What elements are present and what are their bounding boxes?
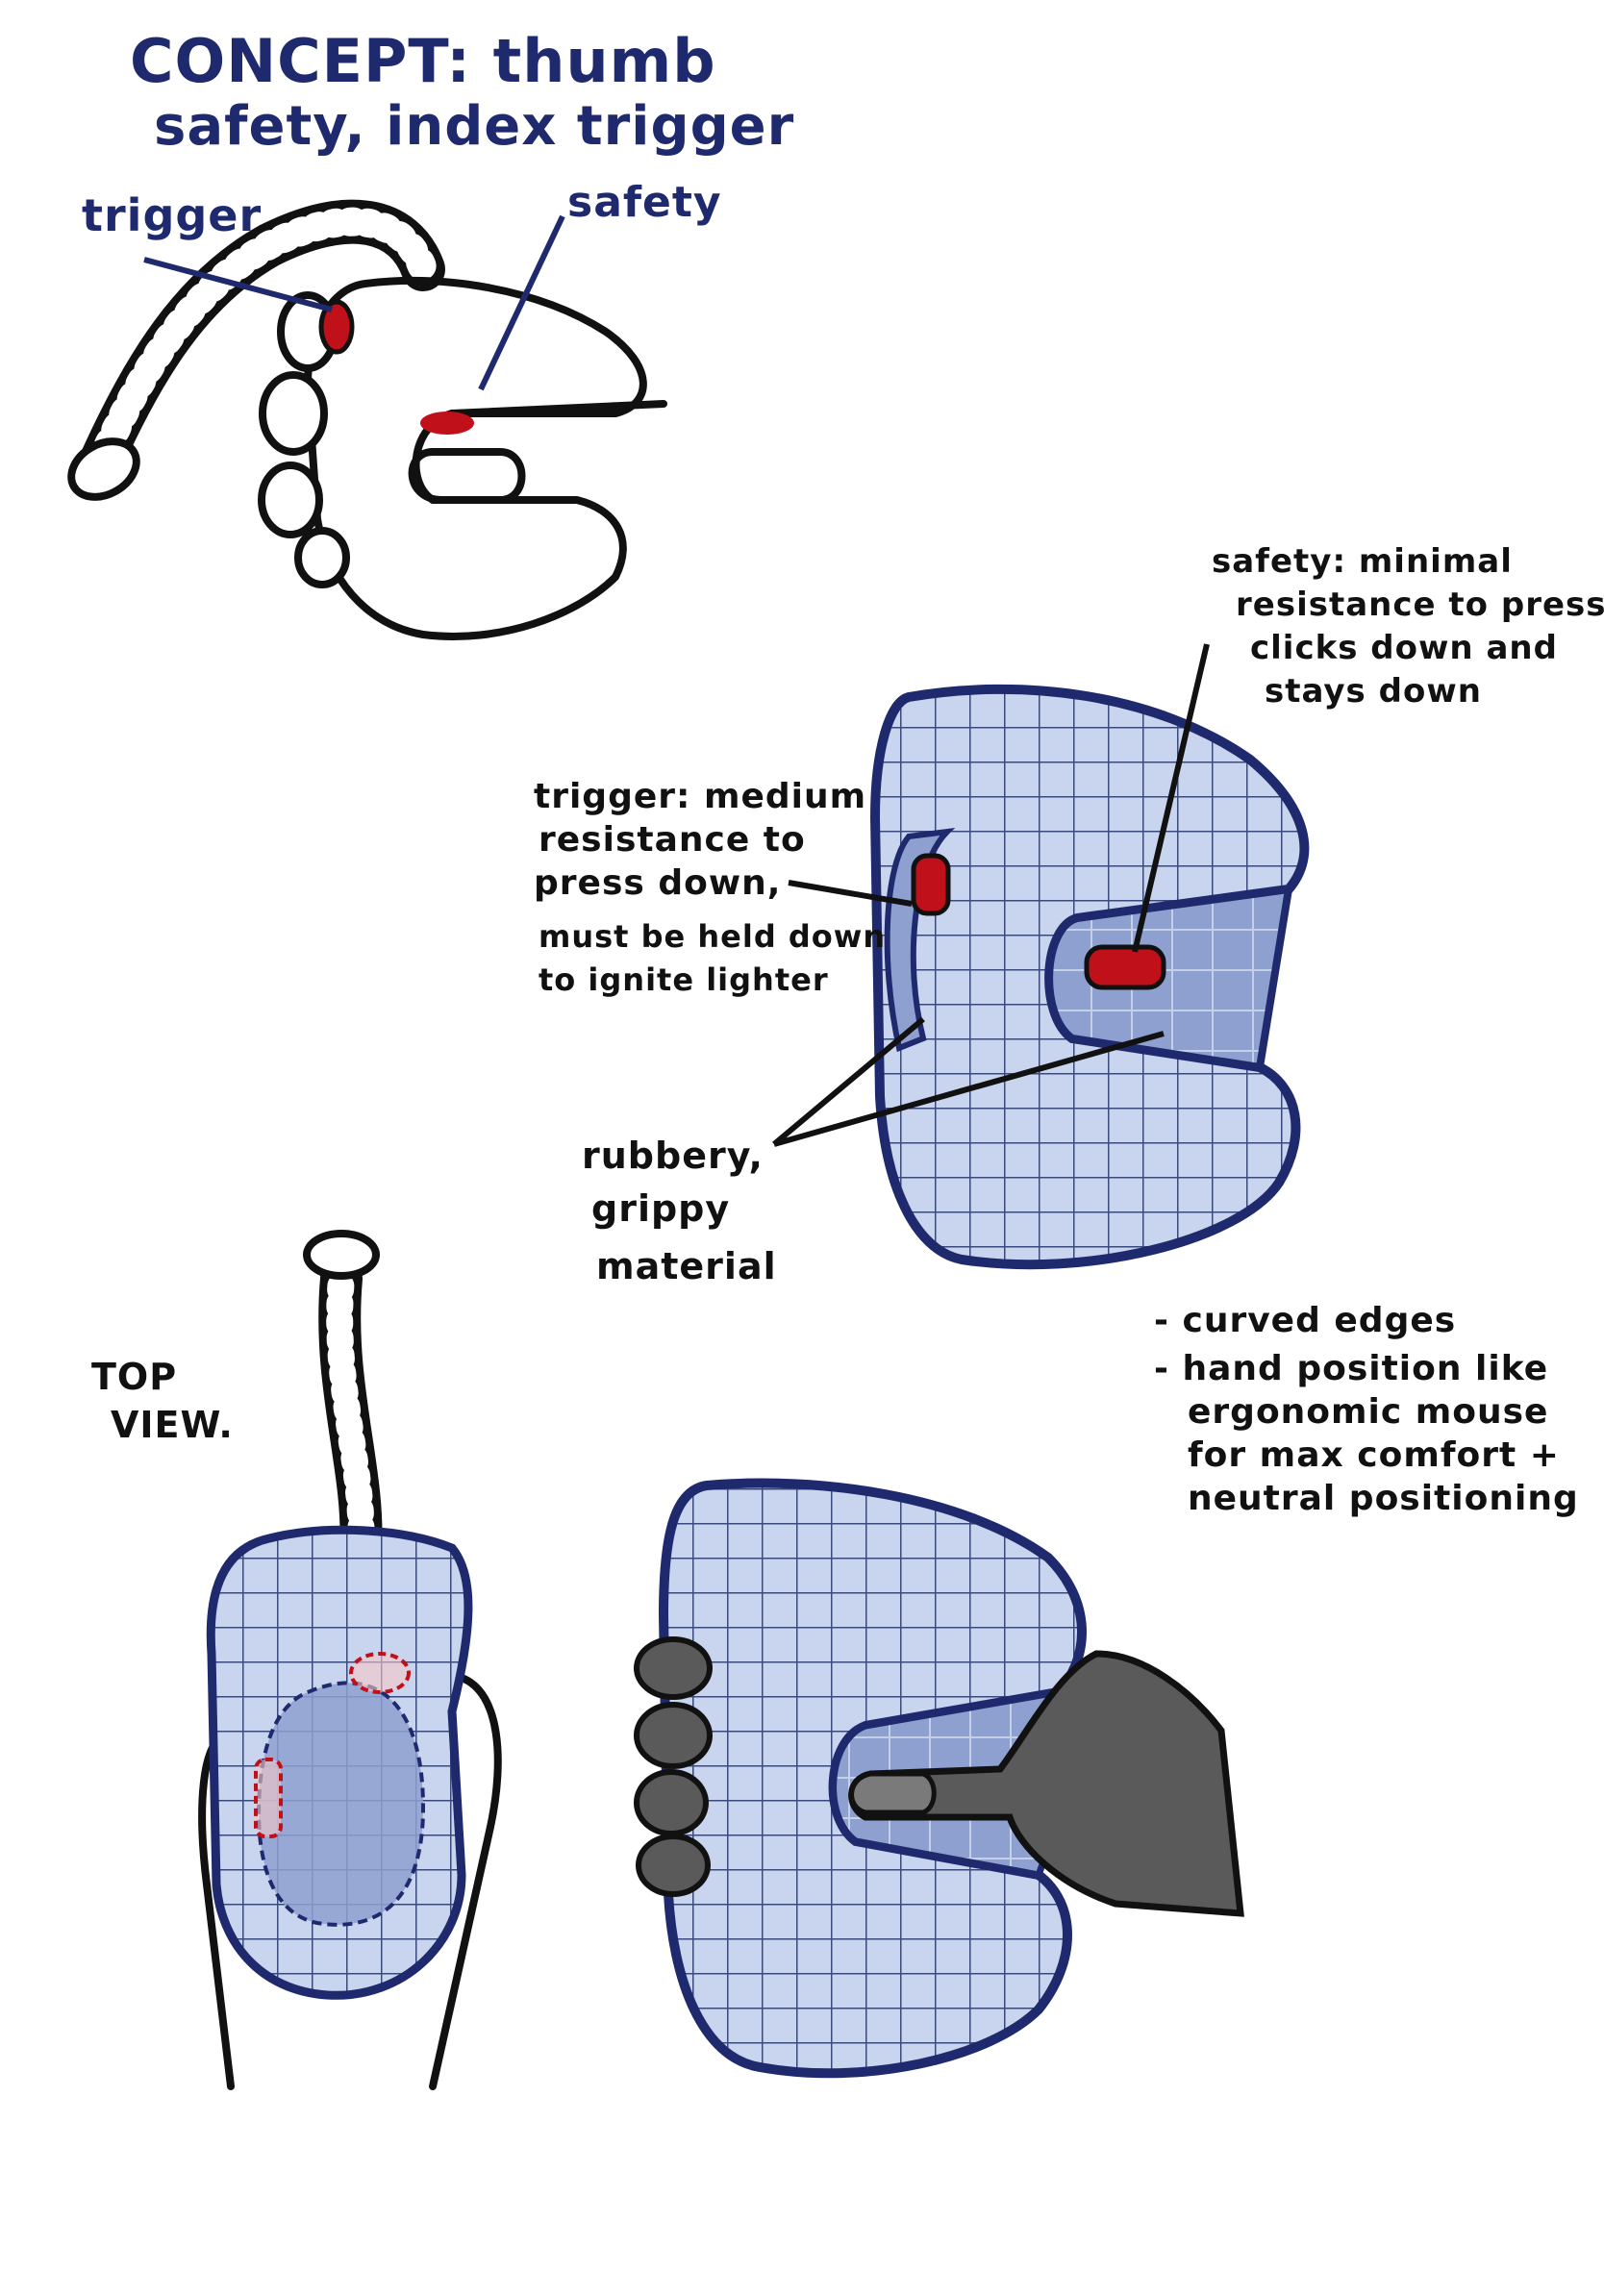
design-note-line: - hand position like [1154, 1349, 1548, 1388]
hand-held-device-sketch: - curved edges - hand position like ergo… [634, 1301, 1579, 2079]
material-note-line: rubbery, [582, 1135, 764, 1177]
perspective-device-sketch: safety: minimal resistance to press, cli… [534, 542, 1604, 1287]
design-note-line: for max comfort + [1188, 1435, 1560, 1475]
device-body-perspective [869, 684, 1310, 1270]
design-note-line: ergonomic mouse [1188, 1392, 1548, 1432]
safety-label: safety [567, 178, 722, 227]
device-body-outline [304, 277, 647, 640]
title-line-2: safety, index trigger [154, 95, 794, 158]
material-note-leader-1 [772, 1016, 925, 1147]
safety-hidden-top [349, 1652, 411, 1694]
thumb-recess [1045, 885, 1293, 1072]
material-note: rubbery, grippy material [582, 1135, 777, 1287]
safety-button-sketch1 [420, 412, 474, 435]
safety-button-sketch2 [1084, 944, 1166, 990]
safety-note-line: resistance to press, [1236, 586, 1604, 624]
safety-note: safety: minimal resistance to press, cli… [1212, 542, 1604, 711]
hose-illustration [67, 199, 445, 501]
device-body-with-hand [658, 1478, 1087, 2079]
safety-note-line: safety: minimal [1212, 542, 1513, 581]
trigger-note-line: resistance to [539, 820, 806, 860]
safety-note-leader [1132, 643, 1210, 953]
trigger-hidden-top [254, 1758, 283, 1838]
design-note-line: neutral positioning [1188, 1479, 1579, 1518]
title-line-1: CONCEPT: thumb [130, 26, 716, 96]
design-notes: - curved edges - hand position like ergo… [1154, 1301, 1579, 1518]
top-view-label-line: TOP [91, 1356, 177, 1398]
trigger-button-sketch1 [318, 299, 355, 355]
trigger-note-line: trigger: medium [534, 777, 866, 816]
design-note-line: - curved edges [1154, 1301, 1456, 1340]
top-view-sketch: TOP VIEW. [91, 1230, 502, 2090]
gray-fingers [634, 1636, 713, 1897]
fingers-illustration [258, 291, 526, 588]
trigger-note-line: must be held down [539, 918, 886, 955]
hose-illustration-top [303, 1230, 383, 1569]
trigger-leader-line [143, 257, 333, 312]
trigger-button-sketch2 [911, 853, 951, 916]
trigger-label: trigger [82, 189, 262, 241]
gray-hand [848, 1650, 1244, 1917]
trigger-note-leader [788, 880, 913, 907]
trigger-note-line: to ignite lighter [539, 961, 829, 998]
title: CONCEPT: thumb safety, index trigger [130, 26, 794, 158]
safety-note-line: stays down [1265, 672, 1482, 711]
side-view-hand-sketch: trigger safety [67, 178, 722, 640]
material-note-leader-2 [773, 1031, 1165, 1147]
material-note-line: material [596, 1245, 777, 1287]
safety-leader-line [478, 214, 565, 391]
material-note-line: grippy [591, 1187, 730, 1230]
trigger-note: trigger: medium resistance to press down… [534, 777, 886, 998]
top-view-label-line: VIEW. [111, 1404, 234, 1446]
thumb-area-top [257, 1681, 426, 1927]
trigger-note-line: press down, [534, 863, 781, 903]
safety-note-line: clicks down and [1250, 629, 1558, 667]
